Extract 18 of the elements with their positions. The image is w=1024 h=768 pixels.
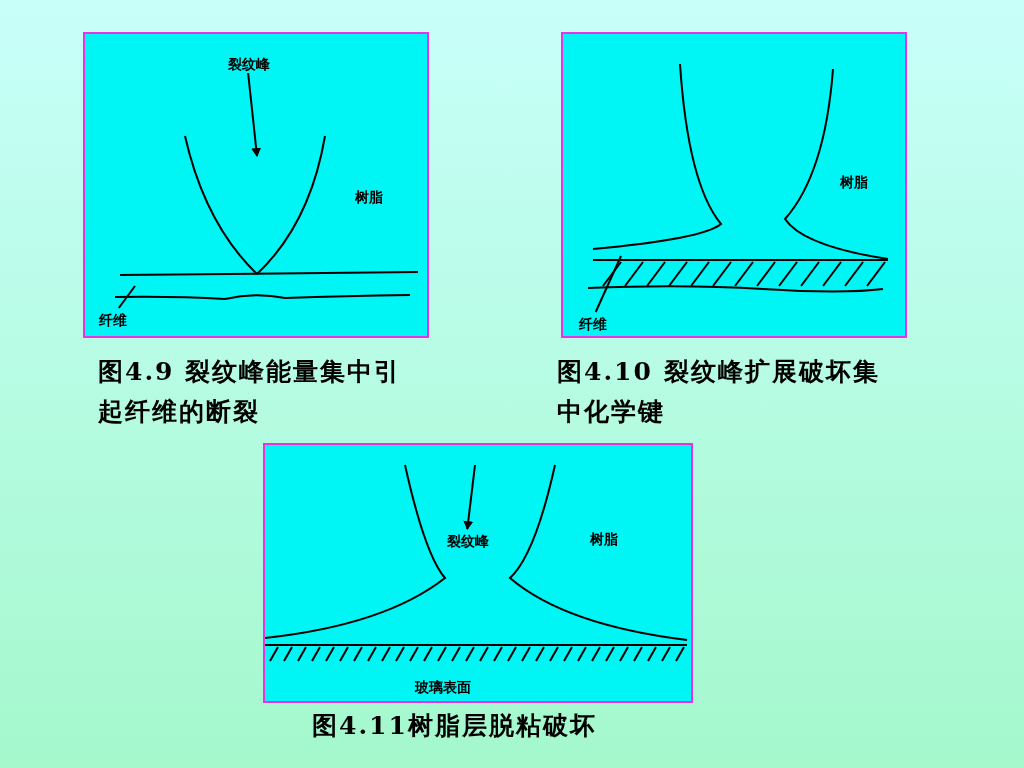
figure-panel — [83, 32, 429, 338]
figure-panel — [561, 32, 907, 338]
arrow — [463, 464, 476, 530]
leader-line — [594, 255, 622, 313]
figure-caption: 图4.11树脂层脱粘破坏 — [312, 710, 598, 742]
arrow — [247, 72, 262, 157]
figure-panel — [263, 443, 693, 703]
part-label: 树脂 — [355, 189, 383, 206]
part-label: 玻璃表面 — [415, 679, 471, 696]
figure-caption: 图4.9 裂纹峰能量集中引起纤维的断裂 — [98, 356, 403, 428]
leader-line — [117, 285, 136, 309]
part-label: 裂纹峰 — [447, 533, 489, 550]
part-label: 纤维 — [99, 312, 127, 329]
part-label: 裂纹峰 — [228, 56, 270, 73]
part-label: 树脂 — [590, 531, 618, 548]
part-label: 树脂 — [840, 174, 868, 191]
part-label: 纤维 — [579, 316, 607, 333]
figure-caption: 图4.10 裂纹峰扩展破坏集中化学键 — [557, 356, 881, 428]
